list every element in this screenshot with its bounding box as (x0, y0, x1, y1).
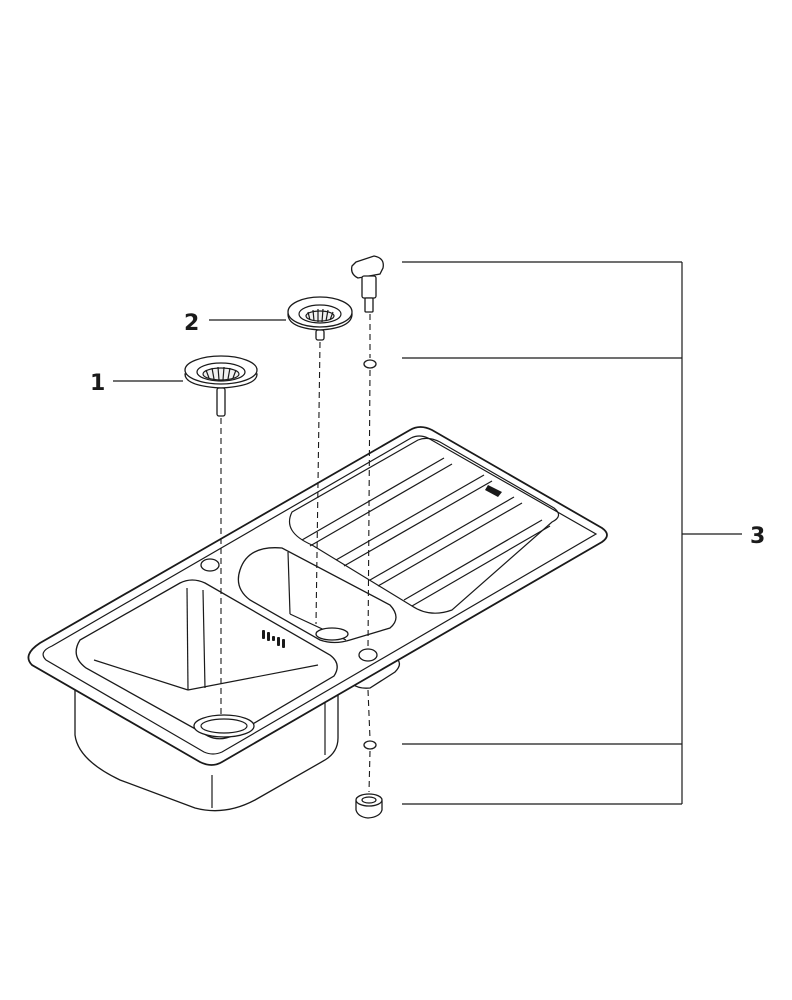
sink-unit (27, 426, 608, 812)
callout-1: 1 (90, 371, 105, 396)
strainer-basket-1 (184, 355, 258, 417)
rim-inner-edge (42, 435, 598, 755)
control-knob (350, 255, 384, 313)
tap-hole (200, 558, 220, 572)
callout-3: 3 (750, 524, 765, 549)
leader-bracket-3 (402, 261, 742, 805)
second-bowl (237, 547, 397, 644)
second-drain-hole (315, 627, 349, 641)
brand-badge (485, 485, 502, 497)
assembly-line-3d (368, 750, 371, 793)
overflow-slots (262, 630, 285, 648)
o-ring-top (363, 359, 377, 369)
assembly-line-3c (367, 689, 371, 740)
main-drain-hole (193, 714, 255, 738)
assembly-line-2 (315, 341, 321, 625)
callout-2: 2 (184, 311, 199, 336)
strainer-basket-2 (287, 296, 353, 341)
o-ring-bottom (363, 740, 377, 750)
main-bowl (75, 579, 338, 740)
control-hole (358, 648, 378, 662)
assembly-line-3b (367, 369, 371, 649)
drainer-tray (288, 437, 560, 614)
fixing-nut (355, 793, 383, 819)
